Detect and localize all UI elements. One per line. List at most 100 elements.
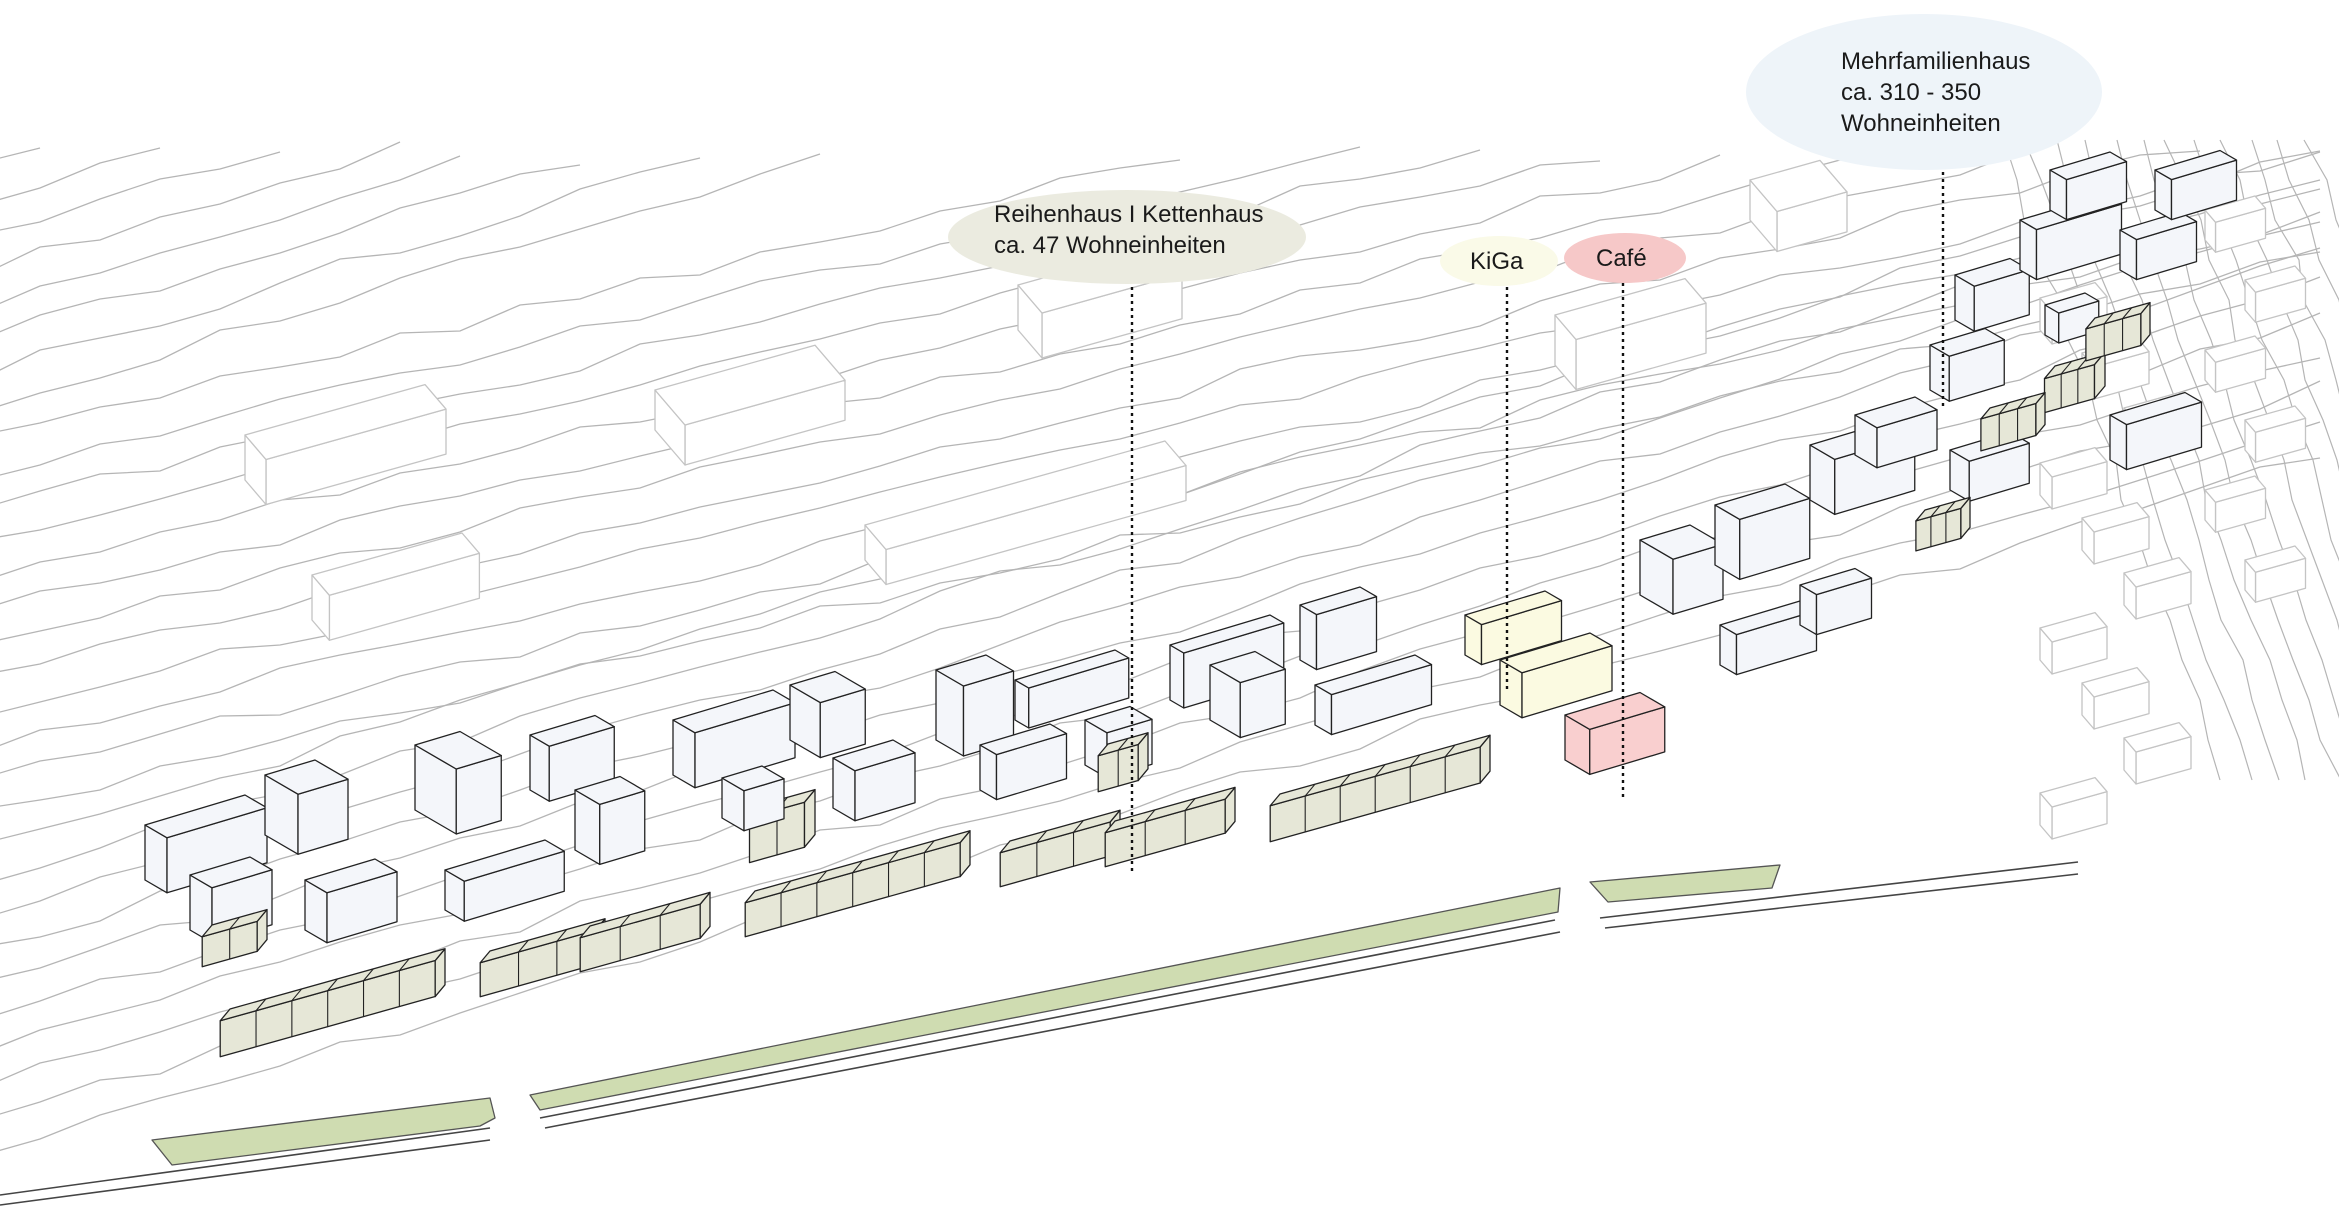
context-building-roof [2244, 265, 2307, 293]
row-house-unit-divider [1444, 744, 1456, 758]
row-house-unit-divider [888, 850, 899, 863]
contour-line [0, 154, 1721, 577]
context-building [1749, 159, 1848, 253]
cafe-label-bubble [1564, 233, 1686, 283]
context-building [2244, 405, 2307, 463]
green-strip [151, 1097, 496, 1166]
context-building-roof [2039, 446, 2108, 478]
contour-line [0, 144, 1901, 605]
row-house [201, 908, 268, 968]
contour-line [0, 457, 2321, 1152]
kindergarten-building [1499, 632, 1613, 719]
apartment-block [304, 858, 398, 944]
apartment-block [979, 723, 1068, 801]
apartment-block [1314, 654, 1433, 736]
row-house-unit-divider [780, 880, 792, 894]
contour-line [0, 141, 401, 268]
context-building [2244, 265, 2307, 323]
row-house [1915, 496, 1971, 552]
contour-line [0, 179, 2321, 881]
row-house-unit-divider [619, 914, 631, 927]
apartment-block [1209, 650, 1286, 739]
contour-line [0, 211, 2321, 914]
mehrfamilienhaus-label: Mehrfamilienhaus ca. 310 - 350 Wohneinhe… [1841, 46, 2030, 139]
contour-line [0, 157, 701, 371]
row-house-unit-divider [1945, 501, 1956, 513]
row-house-unit-divider [2017, 397, 2028, 410]
row-house [2085, 301, 2151, 362]
context-building-roof [2244, 405, 2307, 433]
row-house-unit-divider [2122, 307, 2133, 320]
cafe-label: Café [1596, 245, 1647, 272]
context-building-roof [2123, 721, 2192, 753]
apartment-block-roof [444, 839, 565, 882]
contour-line [0, 357, 2321, 1047]
multi-family-block-roof [2154, 149, 2238, 181]
road-edge [1599, 861, 2079, 919]
context-building-roof [2039, 776, 2108, 808]
row-house-unit-divider [852, 860, 863, 874]
row-house [1269, 734, 1491, 843]
kindergarten-building [1464, 590, 1563, 666]
apartment-block-roof [1169, 614, 1285, 654]
road-edge [1604, 873, 2079, 929]
apartment-block [574, 775, 646, 866]
multi-family-block-roof [2044, 292, 2100, 314]
context-building-roof [2204, 475, 2267, 503]
context-building [864, 440, 1187, 586]
proposed-buildings [144, 149, 2238, 1058]
road-edge [0, 1127, 491, 1196]
contour-line [2163, 139, 2339, 631]
apartment-block-roof [264, 759, 349, 795]
cafe-building [1564, 691, 1666, 776]
contour-line [0, 164, 581, 333]
context-building-roof [654, 344, 846, 426]
row-house [579, 891, 711, 973]
apartment-block-roof [1014, 649, 1130, 689]
context-building [2123, 556, 2192, 620]
multi-family-block-side-face [2019, 219, 2038, 281]
kindergarten-building-roof [1499, 632, 1613, 674]
multi-family-block [2109, 391, 2203, 471]
road-edge [0, 1139, 491, 1206]
apartment-block [414, 730, 502, 835]
context-building [2039, 776, 2108, 840]
row-house-unit-divider [363, 968, 374, 981]
apartment-block-roof [1299, 586, 1378, 616]
row-house-unit-divider [1117, 738, 1129, 751]
multi-family-block-roof [1799, 567, 1873, 596]
kindergarten-building-roof [1464, 590, 1563, 626]
context-building-roof [311, 532, 481, 596]
green-strips [151, 864, 1781, 1166]
context-building [2244, 545, 2307, 603]
row-house-unit-divider [923, 840, 935, 853]
contour-line [0, 147, 161, 201]
multi-family-block [2049, 151, 2128, 221]
context-building [2081, 501, 2150, 565]
multi-family-block [1714, 483, 1811, 581]
row-house-unit-divider [1036, 830, 1048, 843]
apartment-block-roof [189, 856, 273, 889]
apartment-block-roof [414, 730, 502, 770]
context-building-roof [1554, 277, 1707, 341]
row-house [999, 809, 1121, 888]
context-building [311, 532, 481, 641]
row-house [1104, 786, 1236, 868]
multi-family-block-roof [2109, 391, 2203, 426]
contour-line [0, 150, 2021, 641]
mehrfamilienhaus-label-line3: Wohneinheiten [1841, 110, 2001, 137]
row-house [1097, 732, 1149, 793]
apartment-block-roof [935, 654, 1015, 687]
row-house-unit-divider [1144, 809, 1156, 822]
multi-family-block-roof [2049, 151, 2128, 181]
row-house-unit-divider [255, 998, 267, 1012]
apartment-block-roof [721, 765, 785, 792]
multi-family-block [1954, 257, 2030, 332]
row-house-unit-divider [1184, 798, 1196, 811]
row-house-unit-divider [1374, 764, 1386, 777]
row-house [2043, 351, 2106, 414]
contour-line [0, 155, 461, 305]
multi-family-block-roof [1929, 327, 2005, 357]
apartment-block [444, 839, 565, 922]
context-building-roof [2244, 545, 2307, 573]
